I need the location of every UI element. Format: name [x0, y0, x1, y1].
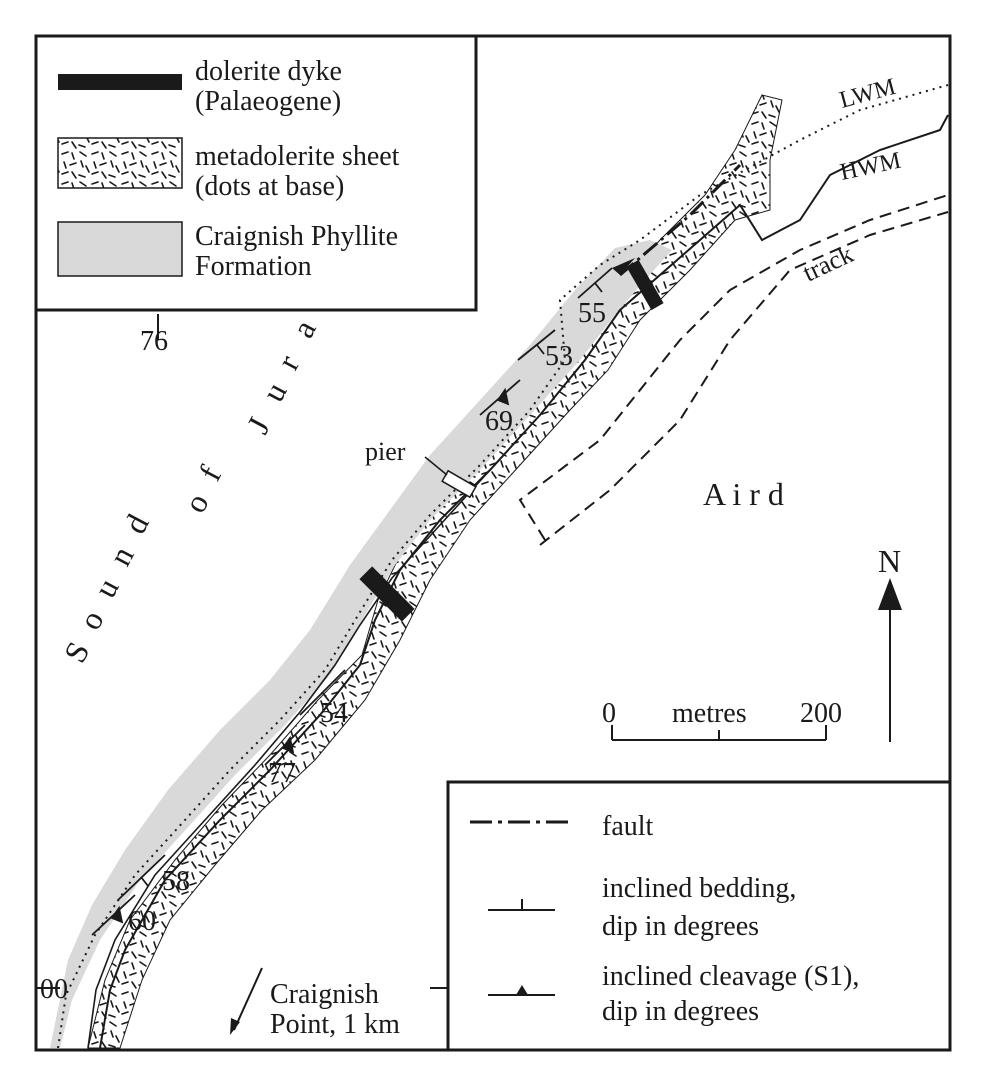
legend-cleavage-label-1: inclined cleavage (S1), — [602, 961, 859, 992]
scale-unit: metres — [672, 698, 747, 729]
track-line — [518, 194, 949, 541]
legend-bottom: fault inclined bedding, dip in degrees i… — [446, 780, 952, 1052]
dolerite-dyke-2 — [626, 259, 664, 311]
pier-leader — [424, 456, 448, 476]
legend-sheet-label-1: metadolerite sheet — [195, 141, 400, 172]
lwm-line — [57, 84, 949, 1049]
dip-value: 55 — [578, 298, 606, 329]
cleavage-symbols — [91, 379, 521, 936]
legend-phyllite-label-1: Craignish Phyllite — [195, 221, 398, 252]
easting-label: 76 — [140, 326, 168, 357]
scale-end: 200 — [800, 698, 842, 729]
craignish-label-1: Craignish — [270, 979, 379, 1010]
land-name: A i r d — [703, 476, 784, 512]
scale-bar: 0 metres 200 — [602, 698, 842, 741]
dip-value: 53 — [545, 341, 573, 372]
pier-structure — [441, 469, 477, 499]
north-arrow-icon — [878, 578, 902, 610]
legend-dyke-label-2: (Palaeogene) — [195, 86, 341, 117]
dip-value: 69 — [485, 406, 513, 437]
north-label: N — [878, 543, 901, 579]
contact-line — [87, 469, 491, 1049]
track-line-2 — [539, 211, 949, 546]
pier-label: pier — [365, 437, 406, 466]
north-arrow: N — [878, 543, 902, 742]
craignish-arrow — [233, 967, 263, 1031]
metadolerite-sheet — [87, 94, 783, 1049]
legend-cleavage-label-2: dip in degrees — [602, 996, 759, 1027]
bedding-symbols — [117, 267, 613, 901]
legend-dyke-swatch — [58, 74, 182, 90]
dip-value: 77 — [268, 758, 296, 789]
legend-dyke-label-1: dolerite dyke — [195, 56, 342, 87]
scale-start: 0 — [602, 698, 616, 729]
legend-bedding-label-1: inclined bedding, — [602, 873, 796, 904]
dip-value: 58 — [162, 866, 190, 897]
hwm-line — [99, 114, 949, 1049]
phyllite-outcrop — [50, 240, 672, 1048]
dip-value: 60 — [128, 906, 156, 937]
legend-phyllite-label-2: Formation — [195, 251, 312, 282]
legend-phyllite-swatch — [57, 221, 183, 277]
dip-value: 54 — [320, 698, 348, 729]
fault-line — [619, 163, 742, 277]
legend-sheet-swatch — [57, 137, 183, 189]
dolerite-dyke — [359, 566, 415, 622]
fault-arrow — [612, 258, 635, 275]
legend-bedding-label-2: dip in degrees — [602, 911, 759, 942]
legend-top: dolerite dyke (Palaeogene) metadolerite … — [34, 34, 478, 312]
northing-label: 00 — [40, 974, 68, 1005]
craignish-label-2: Point, 1 km — [270, 1009, 400, 1040]
legend-fault-label: fault — [602, 811, 654, 842]
legend-sheet-label-2: (dots at base) — [195, 171, 344, 202]
